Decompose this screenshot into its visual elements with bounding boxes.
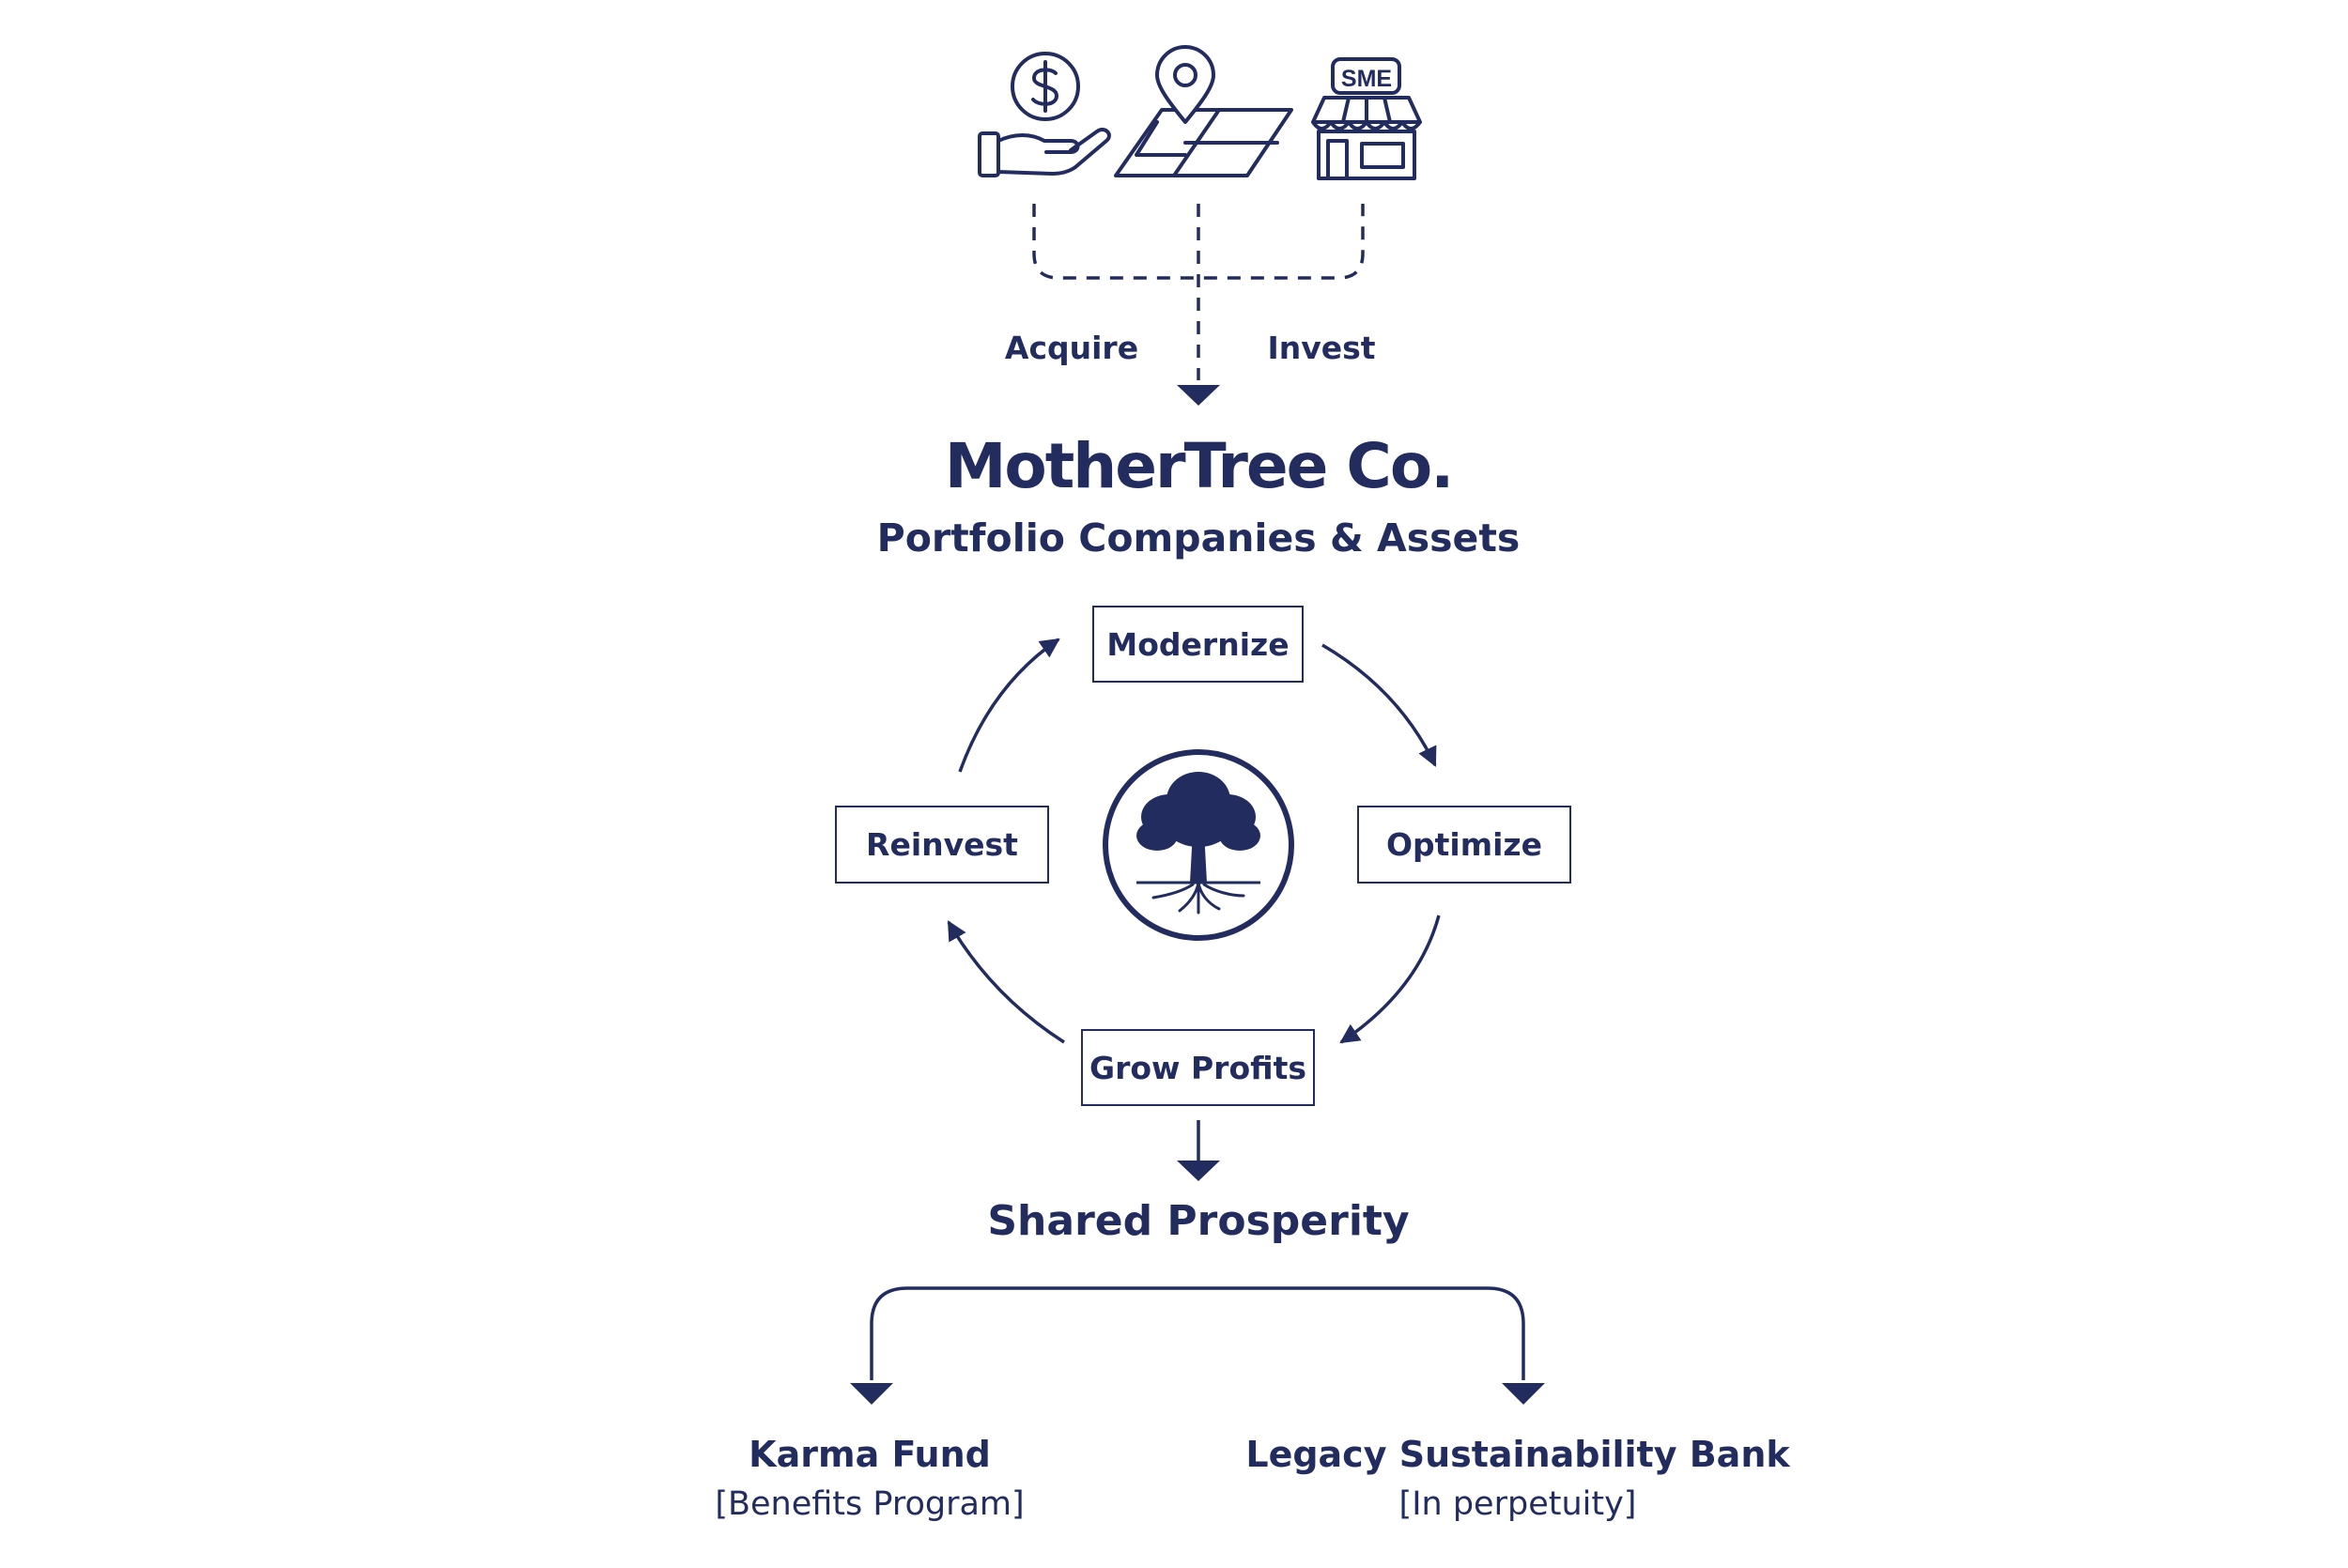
arrow-reinvest-to-modernize: [958, 638, 1060, 773]
arrow-modernize-to-optimize: [1321, 643, 1437, 767]
tree-logo-icon: [1103, 749, 1294, 941]
hand-money-icon: [978, 52, 1111, 177]
sme-label: SME: [1341, 66, 1392, 92]
grow-to-outcome-arrow: [1177, 1120, 1220, 1181]
karma-fund-title: Karma Fund: [749, 1434, 991, 1475]
cycle-arrows: [947, 638, 1441, 1044]
legacy-bank-detail: [In perpetuity]: [1398, 1485, 1637, 1523]
input-connectors: [1032, 204, 1365, 380]
acquire-label: Acquire: [1004, 330, 1139, 366]
cycle-step-grow-profits: Grow Profits: [1081, 1029, 1315, 1106]
company-name: MotherTree Co.: [944, 430, 1455, 502]
cycle-step-reinvest: Reinvest: [835, 806, 1049, 884]
cycle-step-optimize: Optimize: [1357, 806, 1571, 884]
arrow-grow-to-reinvest: [947, 920, 1065, 1044]
shared-prosperity-heading: Shared Prosperity: [987, 1197, 1410, 1245]
invest-label: Invest: [1267, 330, 1376, 366]
arrow-optimize-to-grow: [1339, 915, 1441, 1044]
outcome-split-connector: [850, 1286, 1545, 1405]
input-arrowhead: [1177, 385, 1220, 406]
karma-fund-detail: [Benefits Program]: [715, 1485, 1025, 1523]
company-subtitle: Portfolio Companies & Assets: [876, 515, 1521, 561]
legacy-bank-title: Legacy Sustainability Bank: [1245, 1434, 1790, 1475]
cycle-step-modernize: Modernize: [1092, 606, 1304, 683]
map-location-icon: [1114, 45, 1293, 177]
sme-shop-icon: [1311, 57, 1422, 180]
